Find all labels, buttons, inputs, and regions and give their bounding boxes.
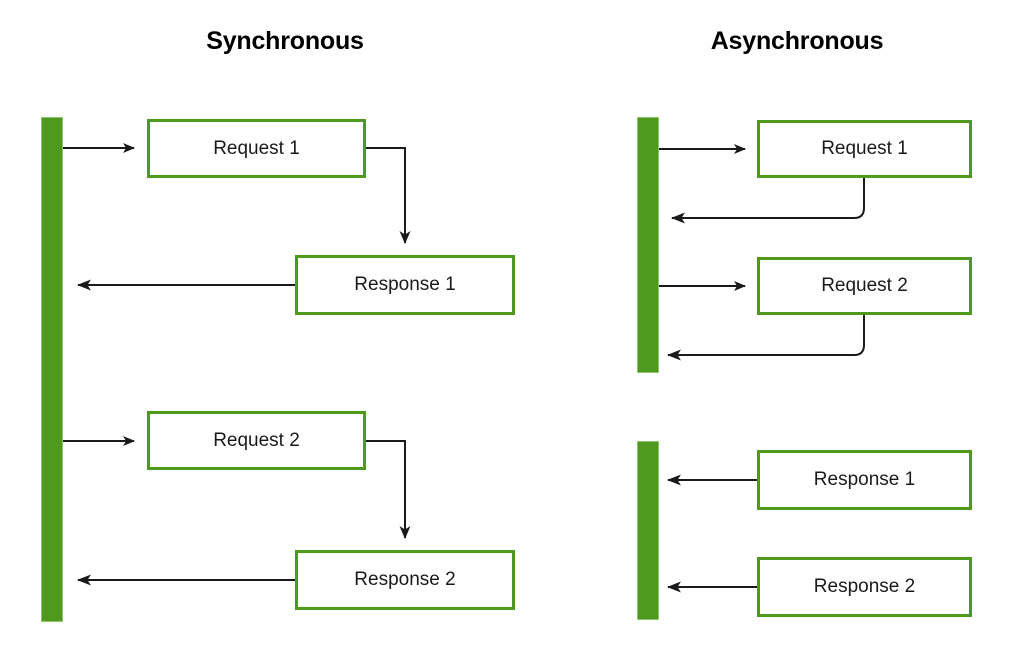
arrow-sync-request-2-to-response-2 bbox=[366, 440, 411, 539]
message-box-sync-request-1[interactable]: Request 1 bbox=[147, 119, 366, 178]
message-box-async-response-2[interactable]: Response 2 bbox=[757, 557, 972, 617]
panel-title-asynchronous: Asynchronous bbox=[710, 27, 884, 55]
message-label: Request 2 bbox=[213, 429, 300, 451]
message-box-async-response-1[interactable]: Response 1 bbox=[757, 450, 972, 510]
message-label: Response 1 bbox=[813, 469, 916, 490]
message-box-sync-response-1[interactable]: Response 1 bbox=[295, 255, 515, 315]
lifeline-asynchronous-client-bottom bbox=[637, 441, 659, 620]
panel-title-synchronous: Synchronous bbox=[206, 27, 364, 55]
message-label: Request 2 bbox=[821, 275, 908, 296]
message-box-async-request-1[interactable]: Request 1 bbox=[757, 120, 972, 178]
message-label: Response 1 bbox=[354, 274, 456, 295]
message-box-async-request-2[interactable]: Request 2 bbox=[757, 257, 972, 315]
lifeline-synchronous-client bbox=[41, 117, 63, 622]
message-label: Response 2 bbox=[354, 569, 456, 590]
arrow-async-request-1-return bbox=[671, 178, 865, 224]
message-label: Response 2 bbox=[813, 576, 916, 597]
message-box-sync-response-2[interactable]: Response 2 bbox=[295, 550, 515, 610]
message-label: Request 1 bbox=[213, 137, 300, 159]
message-label: Request 1 bbox=[821, 138, 908, 159]
arrow-async-request-2-return bbox=[667, 315, 865, 361]
message-box-sync-request-2[interactable]: Request 2 bbox=[147, 411, 366, 470]
arrow-sync-request-1-to-response-1 bbox=[366, 147, 411, 244]
lifeline-asynchronous-client-top bbox=[637, 117, 659, 373]
